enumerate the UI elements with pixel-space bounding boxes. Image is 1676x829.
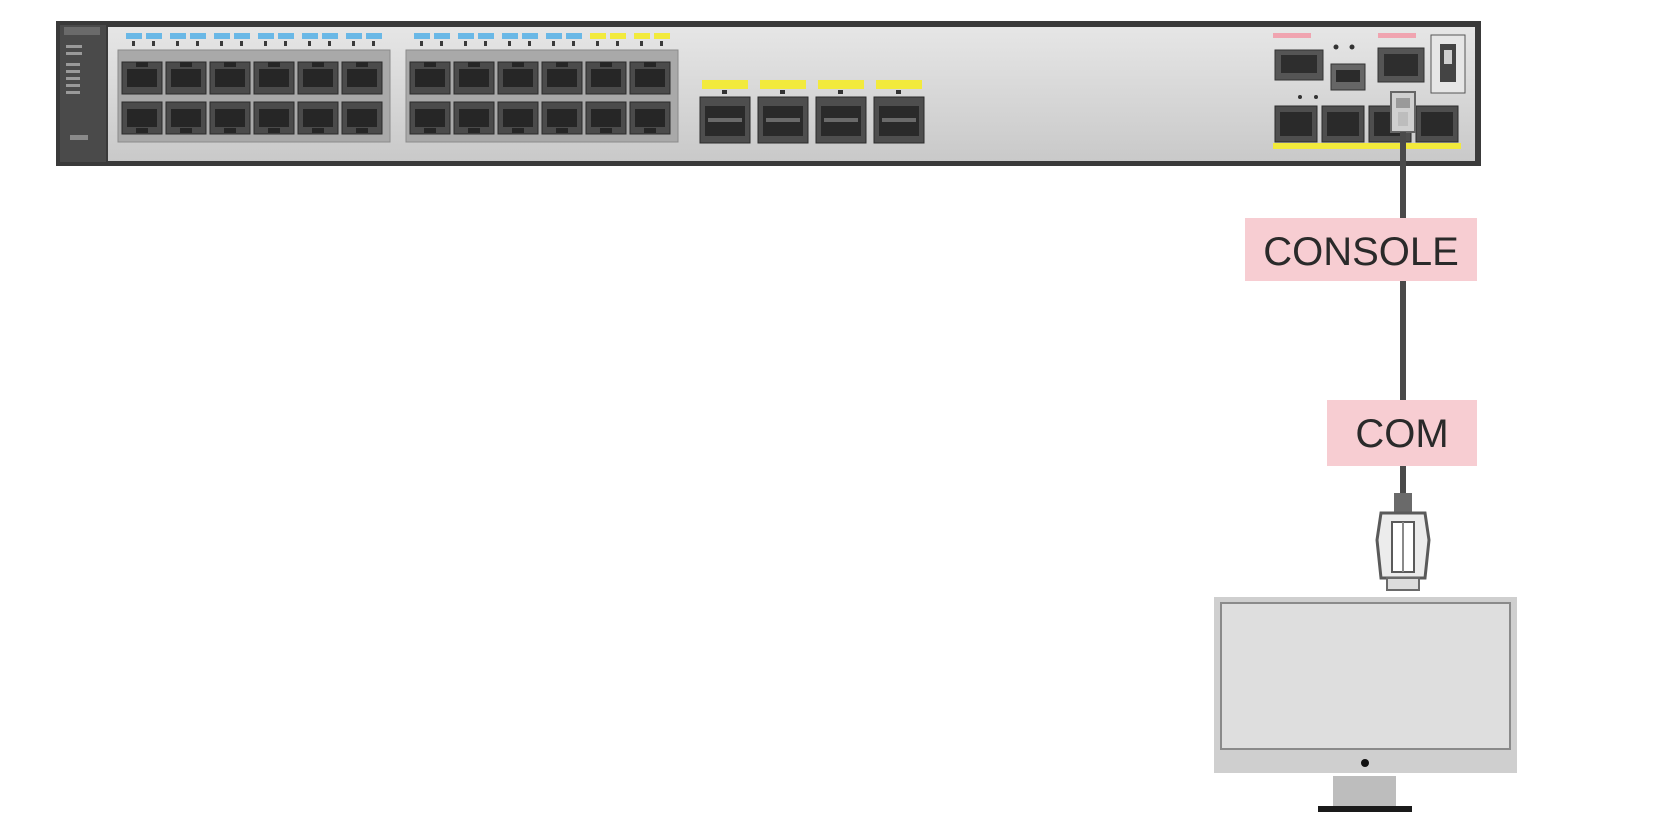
port-led	[366, 33, 382, 39]
port-led	[146, 33, 162, 39]
console-label: CONSOLE	[1245, 218, 1477, 281]
port-led	[590, 33, 606, 39]
port-led	[234, 33, 250, 39]
computer-monitor-icon	[1214, 597, 1517, 812]
console-label-text: CONSOLE	[1263, 230, 1459, 274]
monitor-screen	[1220, 602, 1511, 750]
mgmt-led-strip-left	[1273, 33, 1311, 38]
port-led	[458, 33, 474, 39]
port-led	[302, 33, 318, 39]
monitor-power-led	[1361, 759, 1369, 767]
sfp-ports	[699, 80, 925, 144]
management-ports	[1273, 33, 1466, 99]
port-led	[278, 33, 294, 39]
port-led	[610, 33, 626, 39]
monitor-stand-neck	[1333, 776, 1396, 808]
port-led	[566, 33, 582, 39]
port-led	[346, 33, 362, 39]
mgmt-led-strip-right	[1378, 33, 1416, 38]
network-switch-icon	[56, 21, 1481, 166]
sfp-port-led	[760, 80, 806, 89]
port-led	[126, 33, 142, 39]
rj45-ports	[121, 61, 671, 135]
sfp-port-led	[876, 80, 922, 89]
com-label-text: COM	[1355, 412, 1448, 456]
monitor-stand-base	[1318, 806, 1412, 812]
port-led	[502, 33, 518, 39]
sfp-port-led	[818, 80, 864, 89]
port-led	[546, 33, 562, 39]
port-led	[258, 33, 274, 39]
port-led	[414, 33, 430, 39]
port-led	[322, 33, 338, 39]
sfp-port-led	[702, 80, 748, 89]
port-led	[214, 33, 230, 39]
port-led	[434, 33, 450, 39]
port-led	[190, 33, 206, 39]
db9-serial-connector-icon	[1375, 493, 1431, 591]
com-label: COM	[1327, 400, 1477, 466]
port-status-leds	[126, 33, 670, 46]
uplink-led-strip	[1273, 143, 1461, 149]
port-led	[478, 33, 494, 39]
port-led	[654, 33, 670, 39]
port-led	[522, 33, 538, 39]
switch-left-ear-markings	[64, 27, 100, 140]
port-led	[634, 33, 650, 39]
port-led	[170, 33, 186, 39]
